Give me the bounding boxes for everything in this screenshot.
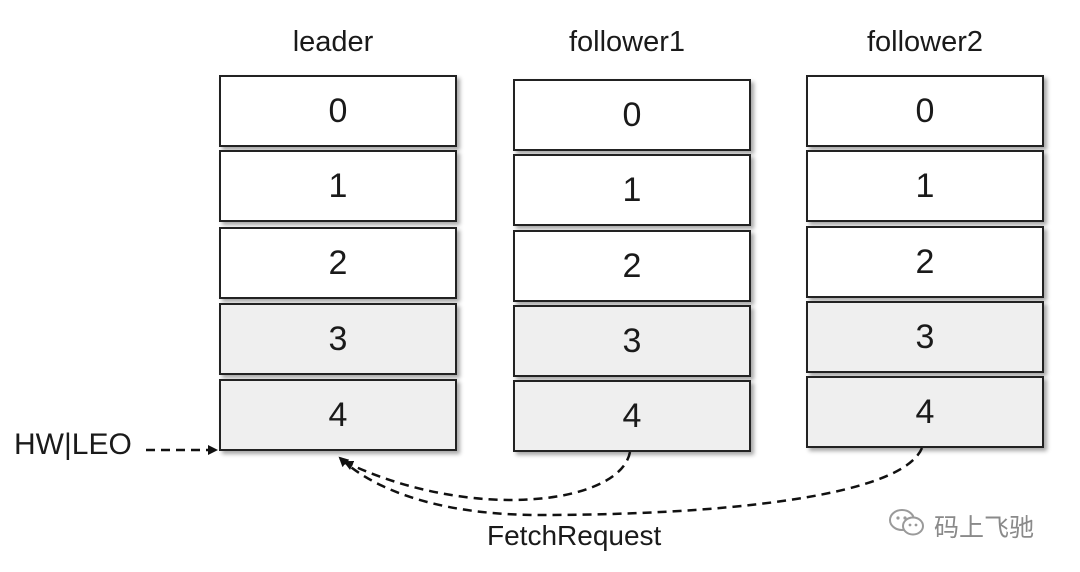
follower1-title: follower1	[568, 26, 686, 58]
leader-cell-3: 3	[219, 303, 457, 375]
watermark-text: 码上飞驰	[934, 514, 1035, 542]
leader-cell-4: 4	[219, 379, 457, 451]
follower1-cell-0: 0	[513, 79, 751, 151]
follower2-title: follower2	[866, 26, 984, 58]
follower2-cell-0: 0	[806, 75, 1044, 147]
follower1-cell-2: 2	[513, 230, 751, 302]
follower1-cell-3: 3	[513, 305, 751, 377]
follower1-cell-4: 4	[513, 380, 751, 452]
leader-cell-1: 1	[219, 150, 457, 222]
fetch-arrow-follower2	[338, 447, 924, 517]
leader-title: leader	[292, 26, 374, 58]
hw-leo-label: HW|LEO	[14, 428, 132, 461]
fetch-request-label: FetchRequest	[487, 520, 662, 551]
follower2-cell-3: 3	[806, 301, 1044, 373]
follower1-cell-1: 1	[513, 154, 751, 226]
follower2-cell-1: 1	[806, 150, 1044, 222]
wechat-icon	[888, 507, 926, 546]
follower2-cell-2: 2	[806, 226, 1044, 298]
watermark: 码上飞驰	[888, 506, 1034, 546]
fetch-arrow-follower1	[343, 451, 632, 502]
leader-cell-2: 2	[219, 227, 457, 299]
follower2-cell-4: 4	[806, 376, 1044, 448]
leader-cell-0: 0	[219, 75, 457, 147]
